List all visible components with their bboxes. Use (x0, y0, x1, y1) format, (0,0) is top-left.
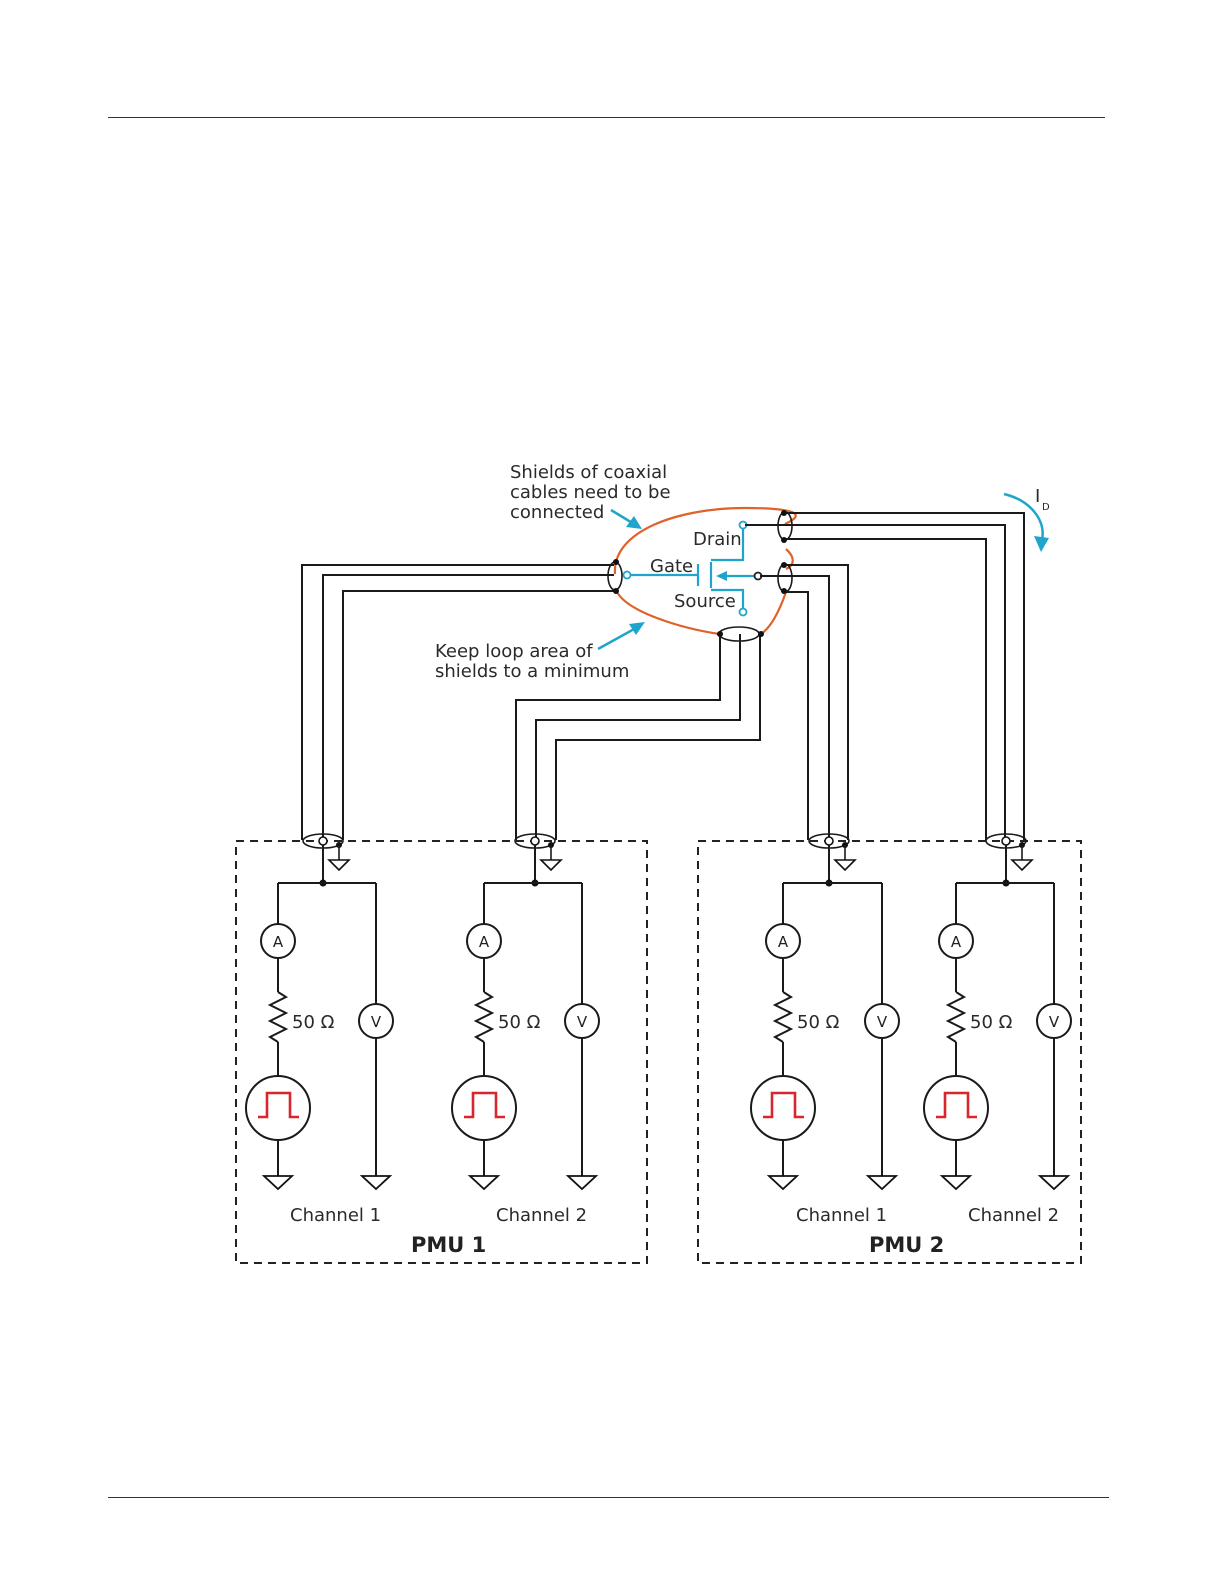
drain-current-subscript: D (1042, 502, 1050, 513)
pmu-1-ch-2-voltmeter-ground (568, 1176, 596, 1189)
pmu-2-title: PMU 2 (869, 1233, 944, 1257)
pmu-2-ch-1-ammeter-label: A (778, 933, 789, 951)
gate-label: Gate (650, 556, 693, 577)
pmu-1-ch-2-source-ground (470, 1176, 498, 1189)
pmu-2-ch-2-voltmeter-ground (1040, 1176, 1068, 1189)
pmu-1-ch-1-pulse-source (246, 1076, 310, 1140)
pmu-1-ch-2-resistor (476, 992, 492, 1042)
pmu-1-ch-1-shield-ground (329, 860, 349, 870)
pmu-1-channel-1-label: Channel 1 (290, 1205, 381, 1226)
pmu-2-ch-1-voltmeter-ground (868, 1176, 896, 1189)
pmu-2-box (698, 841, 1081, 1263)
pmu-2-ch-1-pulse-waveform (763, 1093, 804, 1117)
pmu-2-ch-2-voltmeter-label: V (1049, 1013, 1060, 1031)
pmu-2-channel-1-label: Channel 1 (796, 1205, 887, 1226)
pmu-1-ch-2-ammeter-label: A (479, 933, 490, 951)
pmu-2-ch-2-pulse-waveform (936, 1093, 977, 1117)
pmu-1-box (236, 841, 647, 1263)
pmu-1-title: PMU 1 (411, 1233, 486, 1257)
pmu-1-ch-2-center-pin (531, 837, 539, 845)
pmu-2-ch-1-resistor (775, 992, 791, 1042)
pmu-1-ch-1-ammeter-label: A (273, 933, 284, 951)
drain-current-label: I (1035, 486, 1040, 507)
pmu-1-ch-1-pulse-waveform (258, 1093, 299, 1117)
pmu-2-ch-1-shield-ground (835, 860, 855, 870)
pmu-2-ch-2-resistor-label: 50 Ω (970, 1012, 1013, 1033)
source-label: Source (674, 591, 736, 612)
pmu-1-ch-1-voltmeter-ground (362, 1176, 390, 1189)
shields-arrow (611, 510, 642, 529)
pmu-1-ch-2-shield-ground (541, 860, 561, 870)
pmu-1-ch-1-resistor-label: 50 Ω (292, 1012, 335, 1033)
pmu-2-ch-2-resistor (948, 992, 964, 1042)
pmu-1-ch-2-voltmeter-label: V (577, 1013, 588, 1031)
pmu-2-ch-2-shield-ground (1012, 860, 1032, 870)
pmu-2-ch-2-center-pin (1002, 837, 1010, 845)
pmu-1-ch-1-circuit: A 50 Ω V (246, 834, 393, 1189)
pmu-2-ch-1-center-pin (825, 837, 833, 845)
pmu-1-ch-1-voltmeter-label: V (371, 1013, 382, 1031)
pmu-1-ch-2-pulse-waveform (464, 1093, 505, 1117)
shields-note: Shields of coaxial cables need to be con… (510, 462, 676, 523)
shield-loop (615, 508, 796, 634)
pmu-2-ch-2-pulse-source (924, 1076, 988, 1140)
loop-arrow (598, 622, 645, 649)
pmu-1-ch-2-resistor-label: 50 Ω (498, 1012, 541, 1033)
pmu-2-ch-2-source-ground (942, 1176, 970, 1189)
pmu-1-ch-2-circuit: A 50 Ω V (452, 834, 599, 1189)
pmu-2-ch-1-circuit: A 50 Ω V (751, 834, 899, 1189)
pmu-1-ch-1-center-pin (319, 837, 327, 845)
pmu-2-ch-2-ammeter-label: A (951, 933, 962, 951)
pmu-1-ch-1-resistor (270, 992, 286, 1042)
pmu-1-ch-2-pulse-source (452, 1076, 516, 1140)
pmu-2-channel-2-label: Channel 2 (968, 1205, 1059, 1226)
drain-label: Drain (693, 529, 742, 550)
pmu-1-ch-1-source-ground (264, 1176, 292, 1189)
pmu-2-ch-2-circuit: A 50 Ω V (924, 834, 1071, 1189)
pmu-2-ch-1-voltmeter-label: V (877, 1013, 888, 1031)
pmu-1-channel-2-label: Channel 2 (496, 1205, 587, 1226)
coax-cable-substrate (760, 564, 848, 840)
coax-cable-drain (745, 512, 1024, 840)
pmu-2-ch-1-resistor-label: 50 Ω (797, 1012, 840, 1033)
pmu-2-ch-1-pulse-source (751, 1076, 815, 1140)
pmu-2-ch-1-source-ground (769, 1176, 797, 1189)
